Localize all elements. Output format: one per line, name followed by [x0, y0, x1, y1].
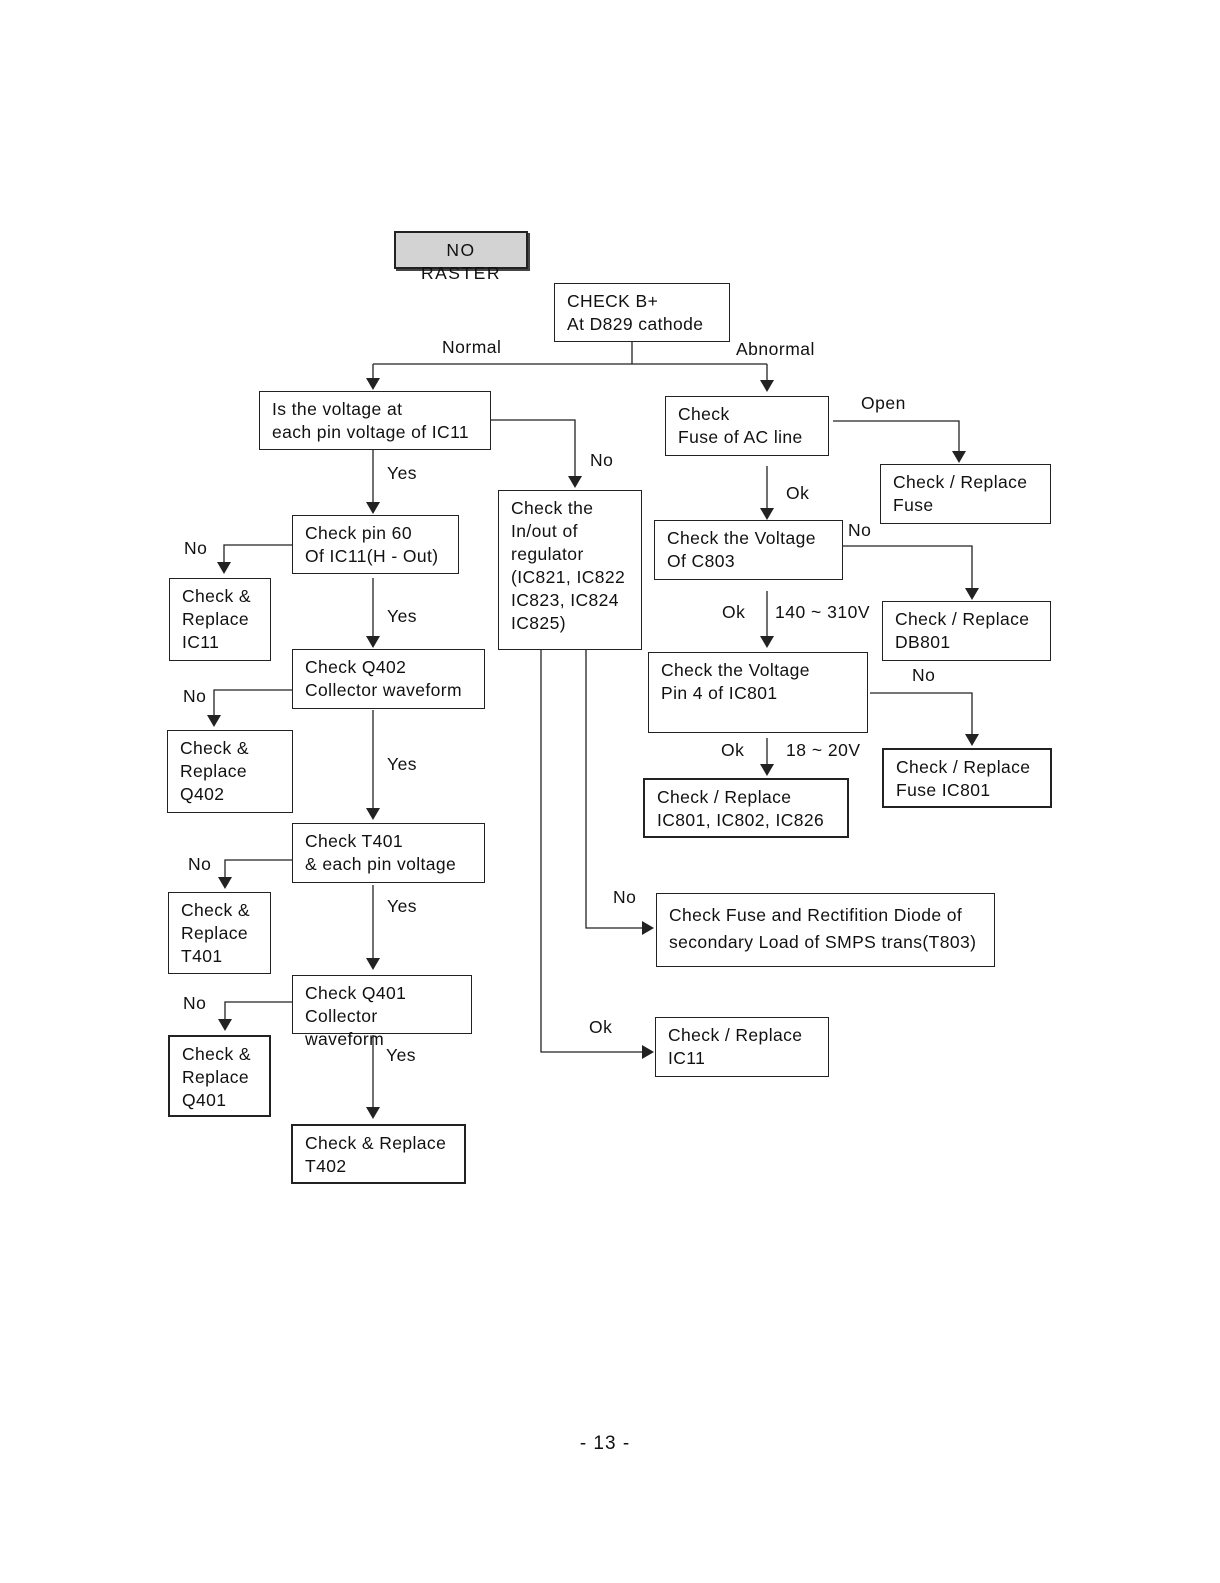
connector-ic11-regulator: [488, 419, 576, 477]
edge-label-normal: Normal: [442, 337, 502, 357]
node-replace-fuse-ic801: Check / Replace Fuse IC801: [882, 748, 1052, 808]
arrowhead: [366, 958, 380, 970]
connector-fuseac-replacefuse: [833, 420, 960, 452]
connector-bplus-split: [372, 340, 768, 381]
connector-c803-db801: [843, 545, 973, 589]
edge-label-voltage-range: 18 ~ 20V: [786, 740, 861, 760]
node-check-q402: Check Q402 Collector waveform: [292, 649, 485, 709]
arrowhead: [568, 476, 582, 488]
edge-label-ok: Ok: [589, 1017, 613, 1037]
edge-label-yes: Yes: [387, 606, 418, 626]
arrowhead: [366, 378, 380, 390]
arrowhead: [207, 715, 221, 727]
arrowhead: [366, 1107, 380, 1119]
page-title: NO RASTER: [394, 231, 528, 283]
arrowhead: [760, 636, 774, 648]
edge-label-ok: Ok: [786, 483, 810, 503]
arrowhead: [760, 508, 774, 520]
node-check-q401: Check Q401 Collector waveform: [292, 975, 472, 1049]
node-check-pin4: Check the Voltage Pin 4 of IC801: [648, 652, 868, 733]
arrowhead: [366, 808, 380, 820]
edge-label-ok: Ok: [722, 602, 746, 622]
arrowhead: [218, 1019, 232, 1031]
node-replace-t402: Check & Replace T402: [291, 1124, 466, 1184]
arrowhead: [366, 636, 380, 648]
edge-label-open: Open: [861, 393, 906, 413]
edge-label-no: No: [848, 520, 872, 540]
node-replace-q402: Check & Replace Q402: [167, 730, 293, 813]
edge-label-yes: Yes: [387, 463, 418, 483]
edge-label-no: No: [912, 665, 936, 685]
connector-pin4-fuseic801: [870, 692, 973, 735]
node-voltage-ic11: Is the voltage at each pin voltage of IC…: [259, 391, 491, 450]
node-check-c803: Check the Voltage Of C803: [654, 520, 843, 580]
arrowhead: [952, 451, 966, 463]
node-check-bplus: CHECK B+ At D829 cathode: [554, 283, 730, 342]
node-check-fuse-ac: Check Fuse of AC line: [665, 396, 829, 456]
arrowhead: [217, 562, 231, 574]
arrowhead: [965, 588, 979, 600]
connector-pin60-replaceic11: [223, 544, 292, 563]
connector-regulator-fusediode: [585, 650, 643, 929]
arrowhead: [642, 1045, 654, 1059]
node-replace-ic801: Check / Replace IC801, IC802, IC826: [643, 778, 849, 838]
edge-label-yes: Yes: [387, 754, 418, 774]
arrowhead: [366, 502, 380, 514]
edge-label-yes: Yes: [386, 1045, 417, 1065]
edge-label-voltage-range: 140 ~ 310V: [775, 602, 871, 622]
arrowhead: [218, 877, 232, 889]
edge-label-no: No: [183, 686, 207, 706]
edge-label-no: No: [590, 450, 614, 470]
edge-label-no: No: [184, 538, 208, 558]
edge-label-no: No: [188, 854, 212, 874]
connector-regulator-replaceic11: [540, 650, 643, 1053]
node-check-pin60: Check pin 60 Of IC11(H - Out): [292, 515, 459, 574]
node-replace-t401: Check & Replace T401: [168, 892, 271, 974]
edge-label-ok: Ok: [721, 740, 745, 760]
arrowhead: [760, 380, 774, 392]
edge-label-abnormal: Abnormal: [736, 339, 815, 359]
node-check-t401: Check T401 & each pin voltage: [292, 823, 485, 883]
arrowhead: [642, 921, 654, 935]
connector-t401-replacet401: [224, 859, 292, 878]
node-replace-ic11: Check & Replace IC11: [169, 578, 271, 661]
arrowhead: [760, 764, 774, 776]
node-replace-db801: Check / Replace DB801: [882, 601, 1051, 661]
node-replace-q401: Check & Replace Q401: [168, 1035, 271, 1117]
edge-label-no: No: [183, 993, 207, 1013]
edge-label-yes: Yes: [387, 896, 418, 916]
arrowhead: [965, 734, 979, 746]
node-check-regulator: Check the In/out of regulator (IC821, IC…: [498, 490, 642, 650]
node-check-fuse-diode: Check Fuse and Rectifition Diode of seco…: [656, 893, 995, 967]
edge-label-no: No: [613, 887, 637, 907]
node-replace-ic11-ok: Check / Replace IC11: [655, 1017, 829, 1077]
node-replace-fuse: Check / Replace Fuse: [880, 464, 1051, 524]
connector-q402-replaceq402: [213, 689, 292, 716]
connector-q401-replaceq401: [224, 1001, 292, 1020]
page-number: - 13 -: [579, 1433, 631, 1454]
